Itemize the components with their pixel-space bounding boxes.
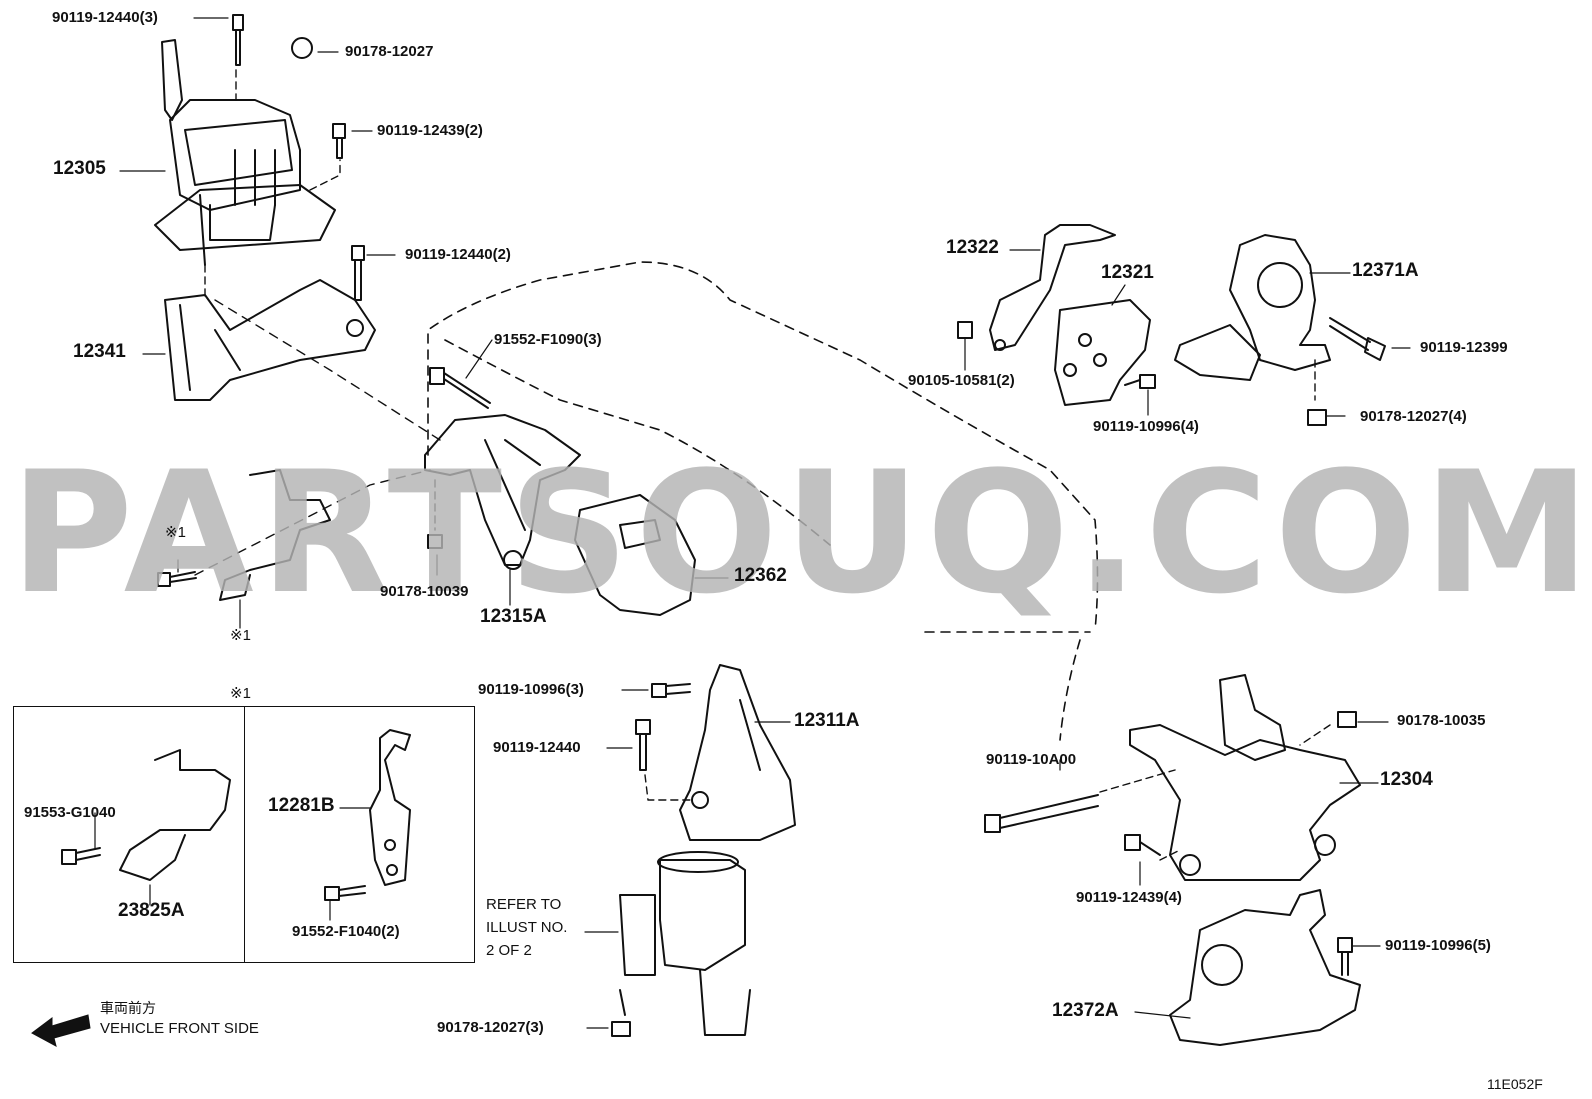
engine-outline-lower <box>444 339 831 546</box>
nut-12027-top <box>291 37 313 59</box>
front-side-jp: 車両前方 <box>100 1001 156 1017</box>
label-91552-f1040-2: 91552-F1040(2) <box>292 923 400 940</box>
label-12341: 12341 <box>73 341 126 362</box>
bolt-12440-2 <box>351 245 365 301</box>
refer-note-line3: 2 OF 2 <box>486 942 532 959</box>
bolt-10996-4 <box>1124 374 1156 389</box>
front-side-en: VEHICLE FRONT SIDE <box>100 1020 259 1037</box>
inset-box-right <box>244 706 475 963</box>
mount-lower-center-drawing <box>619 851 751 1036</box>
label-90178-10039: 90178-10039 <box>380 583 469 600</box>
label-90178-12027: 90178-12027 <box>345 43 434 60</box>
cover-12362-drawing <box>574 494 696 616</box>
bolt-10a00 <box>984 794 1099 833</box>
bolt-f1090-3 <box>429 367 491 409</box>
label-12311a: 12311A <box>794 710 860 731</box>
bracket-12311a-drawing <box>679 664 796 841</box>
label-12305: 12305 <box>53 158 106 179</box>
nut-12027-4 <box>1307 409 1327 426</box>
label-12304: 12304 <box>1380 769 1433 790</box>
bracket-12315a-drawing <box>424 414 581 570</box>
nut-10039 <box>427 534 443 549</box>
bolt-10996-5 <box>1337 937 1353 976</box>
label-90119-12440-3: 90119-12440(3) <box>52 9 158 26</box>
label-90178-12027-4: 90178-12027(4) <box>1360 408 1467 425</box>
bracket-12321-drawing <box>1054 299 1151 406</box>
label-12371a: 12371A <box>1352 260 1419 281</box>
label-12362: 12362 <box>734 565 787 586</box>
label-90119-12440-2: 90119-12440(2) <box>405 246 511 263</box>
mount-12371a-drawing <box>1174 234 1331 381</box>
label-91553-g1040: 91553-G1040 <box>24 804 116 821</box>
clip-left-drawing <box>219 469 331 601</box>
refer-note-line2: ILLUST NO. <box>486 919 568 936</box>
refer-note-line1: REFER TO <box>486 896 562 913</box>
mount-12304-drawing <box>1129 674 1361 881</box>
label-91552-f1090-3: 91552-F1090(3) <box>494 331 602 348</box>
bolt-12439-4 <box>1124 834 1161 856</box>
bolt-10581-2 <box>957 321 973 339</box>
bracket-12341-drawing <box>164 279 376 401</box>
nut-10035 <box>1337 711 1357 728</box>
label-90119-10996-3: 90119-10996(3) <box>478 681 584 698</box>
inset-23825a-drawing <box>119 749 231 881</box>
label-asterisk-1-b: ※1 <box>230 627 251 644</box>
engine-outline <box>427 261 1099 631</box>
bolt-g1040 <box>61 847 101 865</box>
label-90119-12440: 90119-12440 <box>493 739 581 756</box>
label-12321: 12321 <box>1101 262 1154 283</box>
bolt-12440-3 <box>232 14 244 66</box>
label-12315a: 12315A <box>480 606 547 627</box>
bolt-12440-single <box>635 719 651 771</box>
bolt-f1040-2 <box>324 885 366 901</box>
label-12372a: 12372A <box>1052 1000 1119 1021</box>
leader-10a00 <box>1059 639 1081 741</box>
label-90178-12027-3: 90178-12027(3) <box>437 1019 544 1036</box>
nut-12027-3 <box>611 1021 631 1037</box>
label-90105-10581-2: 90105-10581(2) <box>908 372 1015 389</box>
illustration-number: 11E052F <box>1487 1076 1543 1092</box>
label-90119-12439-4: 90119-12439(4) <box>1076 889 1182 906</box>
label-90119-10996-4: 90119-10996(4) <box>1093 418 1199 435</box>
label-90178-10035: 90178-10035 <box>1397 712 1486 729</box>
label-90119-10996-5: 90119-10996(5) <box>1385 937 1491 954</box>
inset-12281b-drawing <box>369 729 411 886</box>
label-23825a: 23825A <box>118 900 185 921</box>
mount-12305-drawing <box>154 39 336 266</box>
bolt-12399 <box>1329 317 1386 361</box>
label-90119-12439-2: 90119-12439(2) <box>377 122 483 139</box>
label-12281b: 12281B <box>268 795 335 816</box>
label-asterisk-1-c: ※1 <box>230 685 251 702</box>
mount-12372a-drawing <box>1169 889 1361 1046</box>
inset-box-left <box>13 706 245 963</box>
label-12322: 12322 <box>946 237 999 258</box>
label-asterisk-1-a: ※1 <box>165 524 186 541</box>
front-arrow-icon <box>31 1014 91 1047</box>
leader-lines <box>94 17 1411 1029</box>
bolt-10996-3 <box>651 683 691 698</box>
bolt-12439-2 <box>332 123 346 159</box>
label-90119-10a00: 90119-10A00 <box>986 751 1077 768</box>
label-90119-12399: 90119-12399 <box>1420 339 1508 356</box>
bracket-12322-drawing <box>989 224 1116 351</box>
bolt-asterisk1 <box>157 571 197 587</box>
